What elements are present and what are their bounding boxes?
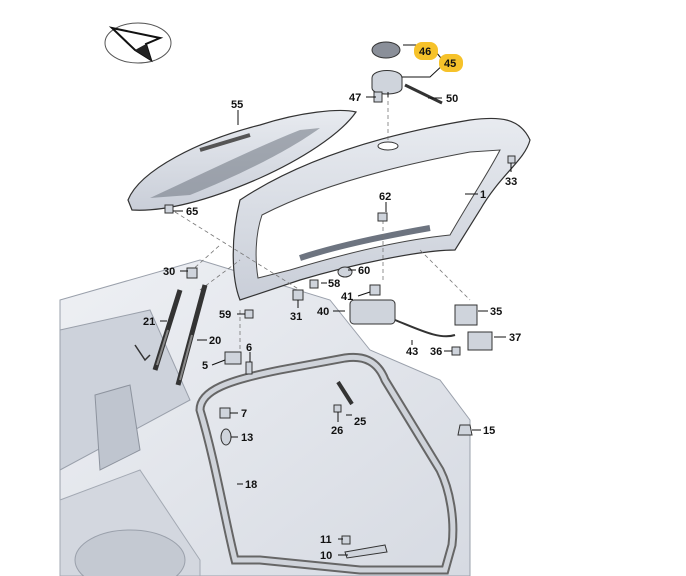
label-20[interactable]: 20 [209,335,221,347]
label-60[interactable]: 60 [358,265,370,277]
part-26 [333,404,342,413]
part-60 [337,266,353,278]
label-26[interactable]: 26 [331,425,343,437]
car-body [59,259,471,576]
label-59[interactable]: 59 [219,309,231,321]
part-58 [309,279,319,289]
label-58[interactable]: 58 [328,278,340,290]
lock-cylinder-45 [371,70,403,95]
label-40[interactable]: 40 [317,306,329,318]
part-25 [336,380,354,406]
label-30[interactable]: 30 [163,266,175,278]
spoiler [127,109,357,211]
label-13[interactable]: 13 [241,432,253,444]
part-59 [244,309,254,319]
clip-65 [164,204,174,214]
label-37[interactable]: 37 [509,332,521,344]
emblem-46 [371,41,401,59]
label-35[interactable]: 35 [490,306,502,318]
label-31[interactable]: 31 [290,311,302,323]
label-33[interactable]: 33 [505,176,517,188]
part-30 [186,267,198,279]
label-7[interactable]: 7 [241,408,247,420]
label-25[interactable]: 25 [354,416,366,428]
label-36[interactable]: 36 [430,346,442,358]
highlight-46 [414,42,438,60]
label-65[interactable]: 65 [186,206,198,218]
part-62 [377,212,388,222]
label-21[interactable]: 21 [143,316,155,328]
part-11 [341,535,351,545]
gas-strut-right [175,284,208,386]
clip-33 [507,155,516,164]
label-47[interactable]: 47 [349,92,361,104]
orientation-arrow-icon [104,22,172,64]
cable-43 [394,319,456,338]
bracket-5 [224,351,242,365]
latch-35 [454,304,478,326]
gas-strut-left [134,289,183,371]
label-46[interactable]: 46 [419,46,431,58]
part-31 [292,289,304,301]
label-15[interactable]: 15 [483,425,495,437]
label-18[interactable]: 18 [245,479,257,491]
part-6 [245,361,253,375]
part-36 [451,346,461,356]
rod-50 [404,83,443,105]
label-6[interactable]: 6 [246,342,252,354]
highlight-45 [439,54,463,72]
label-10[interactable]: 10 [320,550,332,562]
part-15 [457,424,473,436]
label-62[interactable]: 62 [379,191,391,203]
label-43[interactable]: 43 [406,346,418,358]
part-labels: 55 46 45 47 50 1 33 65 62 60 58 30 31 59… [143,46,521,562]
label-11[interactable]: 11 [320,534,332,546]
label-41[interactable]: 41 [341,291,353,303]
label-5[interactable]: 5 [202,360,208,372]
label-45[interactable]: 45 [444,58,456,70]
part-13 [220,428,232,446]
part-7 [219,407,231,419]
label-1[interactable]: 1 [480,189,486,201]
part-10 [344,544,388,559]
small-parts [164,41,516,559]
part-41 [369,284,381,296]
motor-40 [349,299,396,325]
switch-37 [467,331,493,351]
label-50[interactable]: 50 [446,93,458,105]
label-55[interactable]: 55 [231,99,243,111]
